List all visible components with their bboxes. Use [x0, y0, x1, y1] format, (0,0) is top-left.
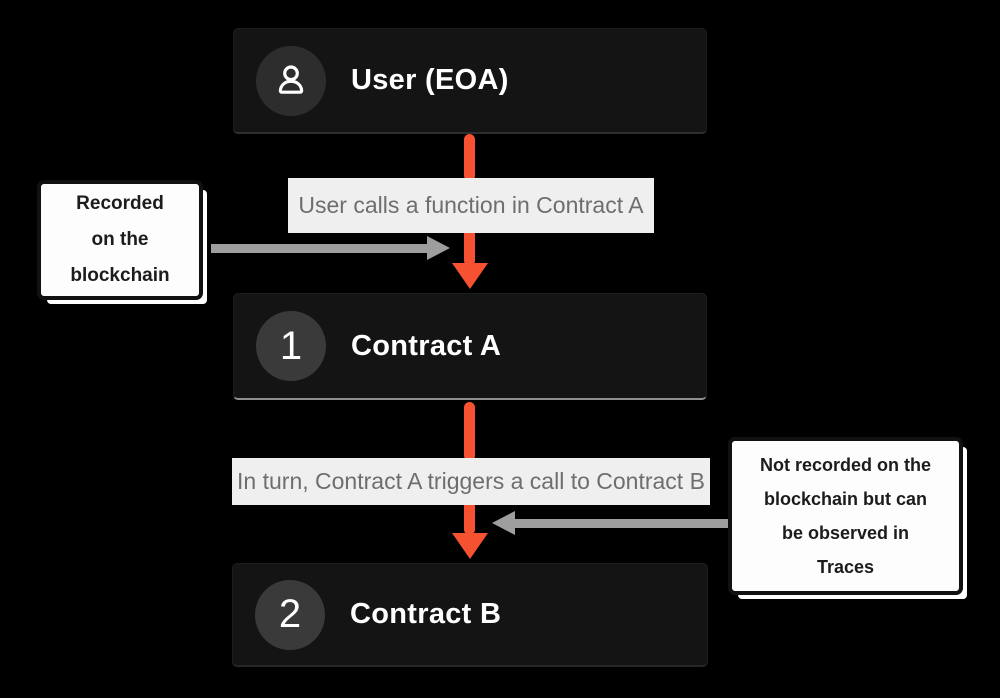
node-title-contract-b: Contract B — [350, 598, 502, 630]
node-title-user-eoa: User (EOA) — [351, 64, 509, 96]
step-number-badge: 1 — [256, 311, 326, 381]
node-user-eoa: User (EOA) — [233, 28, 707, 134]
orange-arrow-shaft-top — [464, 134, 475, 181]
step-number-badge: 2 — [255, 579, 325, 650]
callout-not-recorded-traces: Not recorded on the blockchain but can b… — [728, 437, 963, 595]
orange-arrow-shaft-mid — [464, 229, 475, 266]
node-title-contract-a: Contract A — [351, 329, 502, 362]
callout-line: be observed in — [781, 523, 910, 543]
user-avatar-circle — [256, 45, 326, 116]
orange-arrowhead-to-contract-b — [452, 533, 488, 559]
gray-arrowhead-pointing-left — [492, 511, 515, 535]
callout-line: blockchain but can — [763, 489, 928, 509]
callout-line: blockchain — [70, 265, 170, 286]
gray-arrow-shaft-right — [515, 519, 728, 528]
gray-arrowhead-pointing-right — [427, 236, 450, 260]
orange-arrow-shaft-lower-top — [464, 402, 475, 461]
callout-line: Traces — [816, 557, 875, 577]
callout-line: Not recorded on the — [759, 455, 931, 475]
user-icon — [278, 64, 304, 94]
callout-line: on the — [91, 229, 149, 250]
callout-recorded-on-blockchain: Recorded on the blockchain — [37, 180, 203, 300]
node-contract-a: 1 Contract A — [233, 293, 707, 400]
node-contract-b: 2 Contract B — [232, 563, 708, 667]
orange-arrowhead-to-contract-a — [452, 263, 488, 289]
orange-arrow-shaft-lower-mid — [464, 501, 475, 535]
flow-step-label-1: User calls a function in Contract A — [288, 178, 654, 233]
gray-arrow-shaft-left — [211, 244, 428, 253]
flow-step-label-2: In turn, Contract A triggers a call to C… — [232, 458, 710, 505]
callout-line: Recorded — [76, 193, 164, 214]
